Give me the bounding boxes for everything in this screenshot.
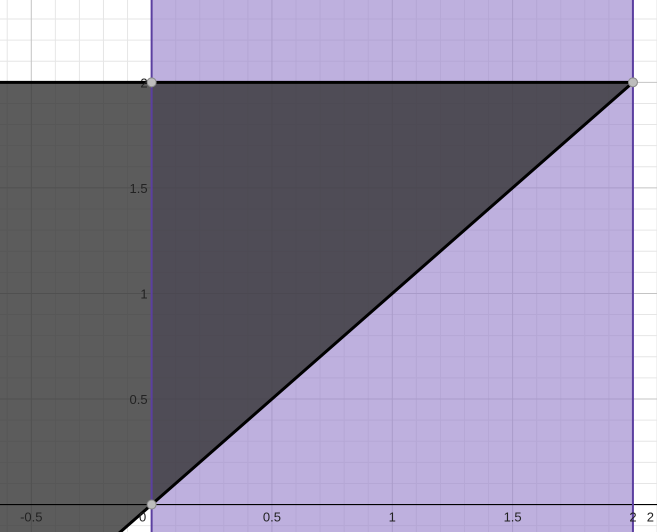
x-tick-label: 1 xyxy=(389,510,396,525)
x-tick-label: -0.5 xyxy=(20,510,42,525)
intersection-point xyxy=(146,499,157,510)
curve-line xyxy=(118,81,634,532)
region-dark-triangle xyxy=(0,82,633,532)
y-tick-labels: 0.5 1 1.5 2 xyxy=(130,75,148,407)
y-tick-label: 1 xyxy=(140,286,147,301)
y-tick-label: 0.5 xyxy=(130,392,148,407)
intersection-point xyxy=(627,77,638,88)
x-tick-label: 0.5 xyxy=(263,510,281,525)
x-tick-label: 2 xyxy=(629,510,636,525)
intersection-point xyxy=(146,77,157,88)
y-tick-label: 2 xyxy=(140,75,147,90)
y-tick-label: 1.5 xyxy=(130,181,148,196)
x-tick-label: 0 xyxy=(139,510,146,525)
x-tick-label: 2 xyxy=(647,510,654,525)
x-tick-label: 1.5 xyxy=(504,510,522,525)
